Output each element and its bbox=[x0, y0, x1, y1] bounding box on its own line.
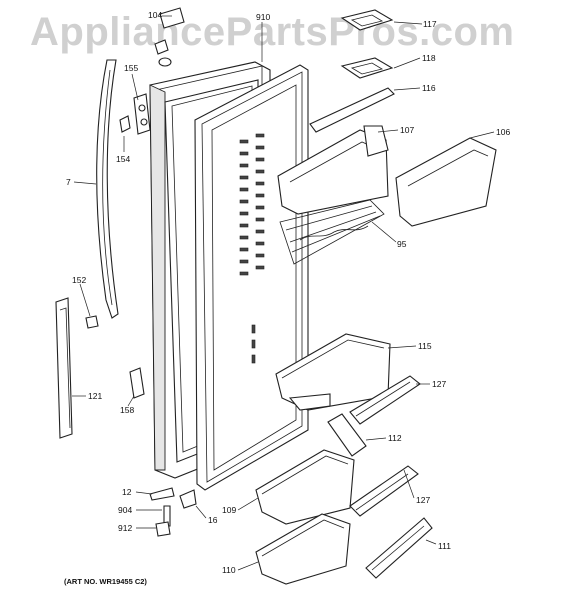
door-bin-115 bbox=[275, 333, 391, 411]
watermark: AppliancePartsPros.com bbox=[30, 10, 515, 54]
callout-112: 112 bbox=[388, 433, 402, 443]
callout-95: 95 bbox=[397, 239, 407, 249]
trim-strip bbox=[55, 297, 73, 439]
callout-904: 904 bbox=[118, 505, 133, 515]
callout-12: 12 bbox=[122, 487, 132, 497]
callout-152: 152 bbox=[72, 275, 87, 285]
door-liner bbox=[194, 64, 309, 491]
cover-158 bbox=[129, 367, 145, 399]
callout-158: 158 bbox=[120, 405, 135, 415]
callout-104: 104 bbox=[148, 10, 163, 20]
clip-112 bbox=[327, 413, 367, 457]
callout-106: 106 bbox=[496, 127, 511, 137]
callout-912: 912 bbox=[118, 523, 133, 533]
liner-rails bbox=[239, 133, 265, 364]
small-parts bbox=[149, 487, 197, 537]
art-number: (ART NO. WR19455 C2) bbox=[64, 577, 147, 586]
door-handle bbox=[96, 59, 119, 319]
callout-127-bottom: 127 bbox=[416, 495, 431, 505]
wire-shelf bbox=[279, 199, 385, 265]
callout-118: 118 bbox=[422, 53, 436, 63]
callout-116: 116 bbox=[422, 83, 436, 93]
bin-front-111 bbox=[365, 517, 433, 579]
callout-115: 115 bbox=[418, 341, 432, 351]
screw-152 bbox=[85, 315, 99, 329]
top-caps bbox=[309, 9, 395, 133]
callout-127-top: 127 bbox=[432, 379, 447, 389]
door-bin-109 bbox=[255, 449, 355, 525]
callout-16: 16 bbox=[208, 515, 218, 525]
callout-154: 154 bbox=[116, 154, 131, 164]
door-bin-110 bbox=[255, 513, 351, 585]
leader-lines bbox=[72, 15, 495, 571]
callout-111: 111 bbox=[438, 541, 451, 551]
bin-cover bbox=[395, 137, 497, 227]
callout-7: 7 bbox=[66, 177, 71, 187]
callout-117: 117 bbox=[423, 19, 437, 29]
bin-front-127-bottom bbox=[349, 465, 419, 517]
callout-910: 910 bbox=[256, 12, 271, 22]
dispenser-bin bbox=[277, 125, 389, 215]
callout-121: 121 bbox=[88, 391, 103, 401]
callout-109: 109 bbox=[222, 505, 237, 515]
callout-155: 155 bbox=[124, 63, 139, 73]
callout-110: 110 bbox=[222, 565, 236, 575]
hinge-parts bbox=[119, 7, 185, 135]
callout-107: 107 bbox=[400, 125, 415, 135]
